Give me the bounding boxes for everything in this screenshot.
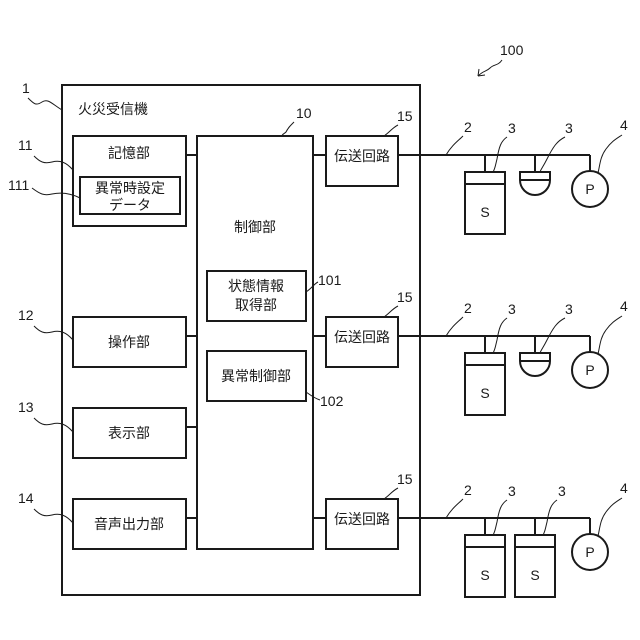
ref-4: 4 [620,298,628,314]
ref-12: 12 [18,307,34,323]
abnormal-setting-data-line1: 異常時設定 [95,181,165,197]
ref-2: 2 [464,300,472,316]
heat-sensor-box [515,535,555,597]
storage-label: 記憶部 [108,145,150,162]
leader-2 [446,499,463,518]
ref-2: 2 [464,119,472,135]
sensor-symbol-s: S [480,567,489,583]
operation-label: 操作部 [108,335,150,351]
ref-15: 15 [397,471,413,487]
ref-15: 15 [397,108,413,124]
ref-3: 3 [565,301,573,317]
ref-10: 10 [296,105,312,121]
ref-14: 14 [18,490,34,506]
ref-101: 101 [318,272,342,288]
transmission-circuit-label: 伝送回路 [334,512,390,528]
heat-sensor-box [465,535,505,597]
ref-4: 4 [620,117,628,133]
leader-2 [446,317,463,336]
ref-2: 2 [464,482,472,498]
pushbutton-symbol-p: P [585,544,594,560]
leader-4 [598,135,622,173]
smoke-sensor-dome [520,172,550,195]
transmission-circuit-label: 伝送回路 [334,149,390,165]
ref-102: 102 [320,393,344,409]
transmission-circuits: 伝送回路152S33P4伝送回路152S33P4伝送回路152S3S3P4 [313,108,628,597]
ref-3: 3 [508,301,516,317]
ref-3: 3 [508,483,516,499]
ref-4: 4 [620,480,628,496]
sensor-symbol-s: S [480,204,489,220]
abnormal-control-label: 異常制御部 [221,369,291,385]
fire-receiver-label: 火災受信機 [78,102,148,118]
ref-3: 3 [508,120,516,136]
abnormal-setting-data-line2: データ [109,197,151,214]
sensor-symbol-s: S [530,567,539,583]
pushbutton-symbol-p: P [585,362,594,378]
ref-1: 1 [22,80,30,96]
leader-4 [598,498,622,536]
controller-label: 制御部 [234,220,276,236]
system-leader-line [478,60,502,76]
status-acquisition-line1: 状態情報 [228,279,284,295]
audio-output-label: 音声出力部 [94,516,164,533]
display-label: 表示部 [108,426,150,442]
status-acquisition-line2: 取得部 [235,297,277,314]
ref-111: 111 [8,177,29,193]
ref-3: 3 [565,120,573,136]
leader-4 [598,316,622,354]
ref-13: 13 [18,399,34,415]
controller-box [197,136,313,549]
pushbutton-symbol-p: P [585,181,594,197]
sensor-symbol-s: S [480,385,489,401]
ref-11: 11 [18,137,33,153]
leader-1 [28,98,62,110]
heat-sensor-box [465,353,505,415]
leader-2 [446,136,463,155]
ref-15: 15 [397,289,413,305]
transmission-circuit-label: 伝送回路 [334,330,390,346]
ref-100: 100 [500,42,524,58]
ref-3: 3 [558,483,566,499]
smoke-sensor-dome [520,353,550,376]
heat-sensor-box [465,172,505,234]
